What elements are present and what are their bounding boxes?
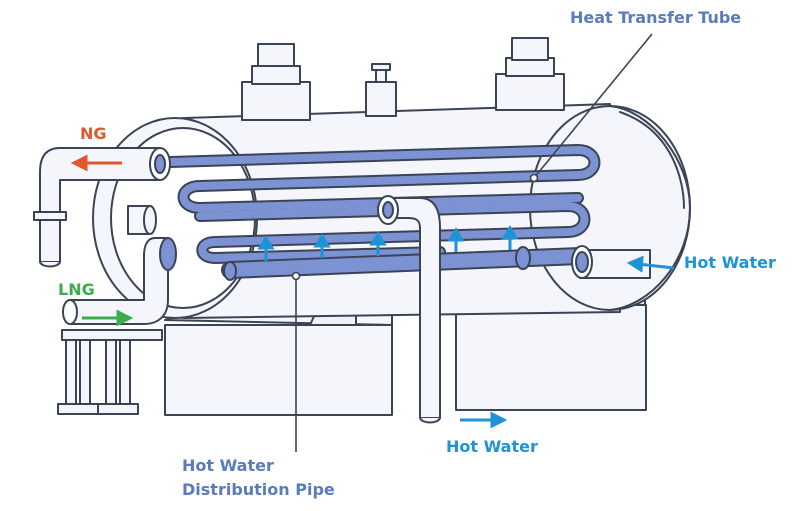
heat-transfer-tube-label: Heat Transfer Tube	[570, 8, 742, 27]
ng-outlet-pipe	[33, 147, 171, 268]
distribution-pipe-label-line2: Distribution Pipe	[182, 480, 335, 499]
nozzle-right	[495, 37, 565, 111]
lng-inlet-pipe	[62, 237, 177, 325]
upflow-arrow	[369, 231, 387, 256]
nozzle-center	[365, 63, 397, 117]
hot-water-inlet-pipe	[571, 245, 651, 279]
upflow-arrows	[257, 225, 519, 262]
left-support-stand	[57, 329, 163, 415]
nozzle-left	[241, 43, 311, 121]
upflow-arrow	[501, 225, 519, 250]
upflow-arrow	[447, 227, 465, 252]
ng-arrow	[70, 154, 122, 172]
heat-transfer-tubes	[164, 144, 601, 264]
distribution-pipe	[221, 246, 589, 281]
left-base-block	[164, 281, 393, 416]
hot-water-outlet-label: Hot Water	[446, 437, 538, 456]
leader-lines	[291, 33, 653, 452]
distribution-pipe-label-line1: Hot Water	[182, 456, 274, 475]
upflow-arrow	[257, 235, 275, 262]
lng-arrow	[82, 309, 134, 327]
ng-label: NG	[80, 124, 107, 143]
hot-water-out-arrow	[460, 411, 508, 429]
hot-water-inlet-label: Hot Water	[684, 253, 776, 272]
hot-water-in-arrow	[626, 255, 675, 273]
lng-label: LNG	[58, 280, 95, 299]
hot-water-outlet-pipe	[377, 195, 441, 424]
flange-port	[127, 205, 157, 235]
upflow-arrow	[313, 233, 331, 258]
